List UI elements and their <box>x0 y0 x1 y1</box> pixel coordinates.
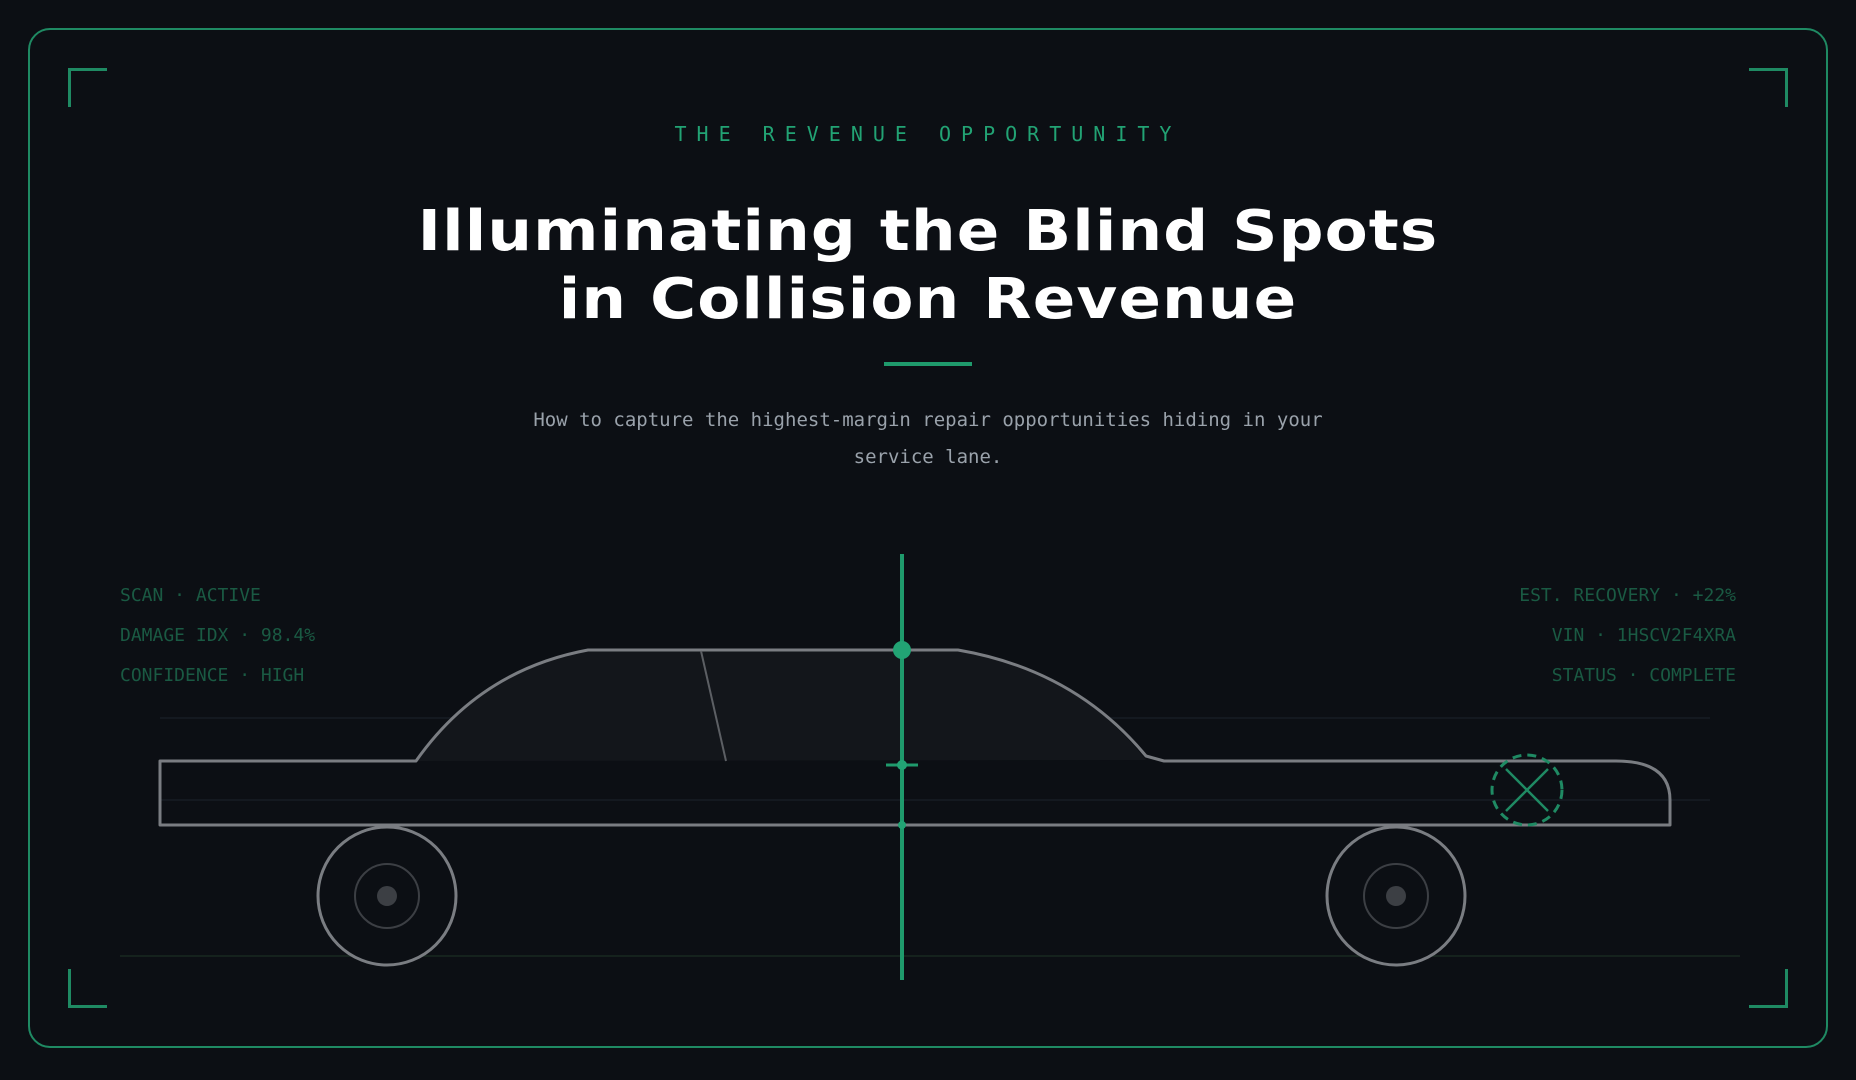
readout-vin: VIN · 1HSCV2F4XRA <box>1551 625 1736 646</box>
corner-bracket-top-left <box>68 68 107 107</box>
car-body-outline <box>158 648 1672 827</box>
damage-marker-icon <box>1490 753 1564 827</box>
hero-frame: THE REVENUE OPPORTUNITY Illuminating the… <box>28 28 1828 1048</box>
page-title-line-2: in Collision Revenue <box>558 267 1298 332</box>
corner-bracket-bottom-right <box>1749 969 1788 1008</box>
corner-bracket-bottom-left <box>68 969 107 1008</box>
readout-scan-status: SCAN · ACTIVE <box>120 585 261 606</box>
page-title: Illuminating the Blind Spots in Collisio… <box>30 198 1826 334</box>
scan-readout-left: SCAN · ACTIVE DAMAGE IDX · 98.4% CONFIDE… <box>120 576 315 696</box>
readout-status: STATUS · COMPLETE <box>1551 665 1736 686</box>
car-pillar <box>700 650 727 762</box>
car-scan-illustration <box>120 554 1740 980</box>
subtitle-line-2: service lane. <box>853 446 1003 468</box>
subtitle: How to capture the highest-margin repair… <box>488 402 1368 476</box>
rear-wheel <box>316 825 458 967</box>
car-cabin <box>416 650 1146 761</box>
readout-confidence: CONFIDENCE · HIGH <box>120 665 305 686</box>
scan-readout-right: EST. RECOVERY · +22% VIN · 1HSCV2F4XRA S… <box>1519 576 1736 696</box>
corner-bracket-top-right <box>1749 68 1788 107</box>
eyebrow-label: THE REVENUE OPPORTUNITY <box>674 122 1182 146</box>
subtitle-line-1: How to capture the highest-margin repair… <box>533 409 1323 431</box>
readout-damage-index: DAMAGE IDX · 98.4% <box>120 625 316 646</box>
title-divider <box>884 362 972 366</box>
scan-line-icon <box>886 554 918 980</box>
readout-est-recovery: EST. RECOVERY · +22% <box>1519 585 1736 606</box>
front-wheel <box>1325 825 1467 967</box>
page-title-line-1: Illuminating the Blind Spots <box>417 199 1439 264</box>
